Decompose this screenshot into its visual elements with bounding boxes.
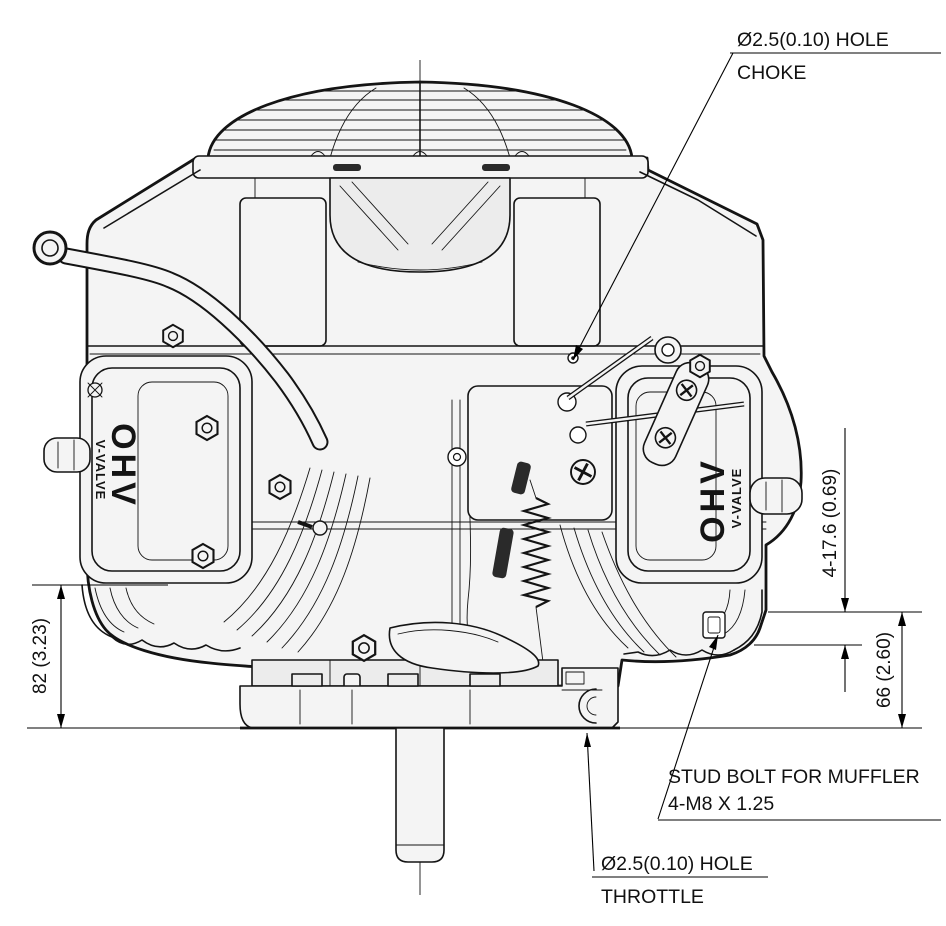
- callout-throttle: Ø2.5(0.10) HOLE THROTTLE: [584, 732, 768, 908]
- dimension-17-6-text: 4-17.6 (0.69): [820, 469, 841, 578]
- dipstick-handle-loop: [32, 230, 68, 266]
- fan-cover-dome: [206, 80, 634, 162]
- breather-knob-right: [749, 477, 803, 515]
- muffler-stud-title-text: STUD BOLT FOR MUFFLER: [668, 766, 920, 788]
- callout-choke: Ø2.5(0.10) HOLE CHOKE: [572, 29, 941, 361]
- shroud-bolt: [162, 323, 184, 349]
- oil-pan-lever: [388, 621, 540, 674]
- dimension-82: 82 (3.23): [27, 584, 240, 729]
- throttle-name-text: THROTTLE: [601, 886, 704, 908]
- starter-recess: [329, 177, 511, 273]
- engine-illustration: OHV V-VALVE OHV V-VALVE: [32, 60, 803, 895]
- v-valve-badge-left: V-VALVE: [93, 440, 108, 501]
- rocker-pin: [312, 520, 328, 536]
- callout-muffler-stud: STUD BOLT FOR MUFFLER 4-M8 X 1.25: [657, 634, 941, 821]
- choke-name-text: CHOKE: [737, 62, 806, 84]
- plate-screw: [568, 457, 598, 487]
- cover-bolt: [195, 414, 219, 442]
- ohv-badge-left: OHV: [104, 423, 142, 509]
- throttle-hole-text: Ø2.5(0.10) HOLE: [601, 853, 753, 875]
- control-plate-assembly: [447, 335, 745, 671]
- ohv-badge-right: OHV: [694, 457, 732, 543]
- shroud-rim: [192, 151, 649, 179]
- oil-drain-bolt: [351, 634, 377, 662]
- governor-spring: [519, 497, 552, 608]
- spark-plug-left: [43, 437, 91, 473]
- head-bolt: [268, 473, 292, 501]
- muffler-stud-pocket: [702, 611, 726, 639]
- choke-hole-text: Ø2.5(0.10) HOLE: [737, 29, 889, 51]
- muffler-stud-spec-text: 4-M8 X 1.25: [668, 793, 774, 815]
- dipstick-tube: [32, 230, 329, 451]
- v-valve-badge-right: V-VALVE: [729, 468, 744, 529]
- dimension-66-text: 66 (2.60): [874, 632, 895, 708]
- output-shaft: [395, 727, 445, 863]
- cooling-fins-left: [223, 467, 371, 653]
- dimension-66: 66 (2.60): [620, 612, 922, 729]
- cooling-fins-right: [559, 524, 677, 658]
- valve-cover-left: OHV V-VALVE: [43, 355, 253, 652]
- dimension-layer: 82 (3.23) 4-17.6 (0.69) 66 (2.60) Ø2.5(0…: [27, 29, 941, 908]
- dimension-17-6: 4-17.6 (0.69): [754, 428, 922, 692]
- cover-bolt: [191, 542, 215, 570]
- throttle-boss: [561, 671, 603, 724]
- dimension-82-text: 82 (3.23): [30, 618, 51, 694]
- shroud-bolt: [689, 353, 711, 379]
